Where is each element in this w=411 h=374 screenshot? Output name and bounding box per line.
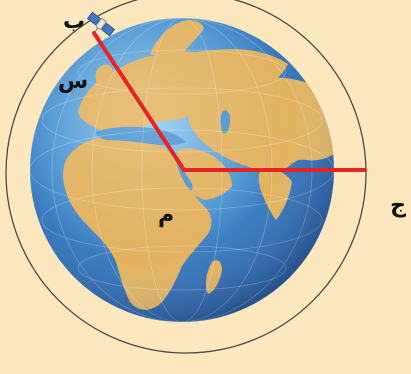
satellite-icon — [86, 11, 116, 37]
line-center-to-satellite — [92, 31, 186, 172]
label-satellite-point: ب — [63, 9, 85, 34]
radius-lines — [92, 31, 367, 172]
label-orbit-point: س — [58, 69, 88, 94]
label-center-point: م — [158, 203, 174, 228]
orbit-circle — [5, 0, 367, 354]
label-surface-point: ج — [390, 193, 406, 218]
